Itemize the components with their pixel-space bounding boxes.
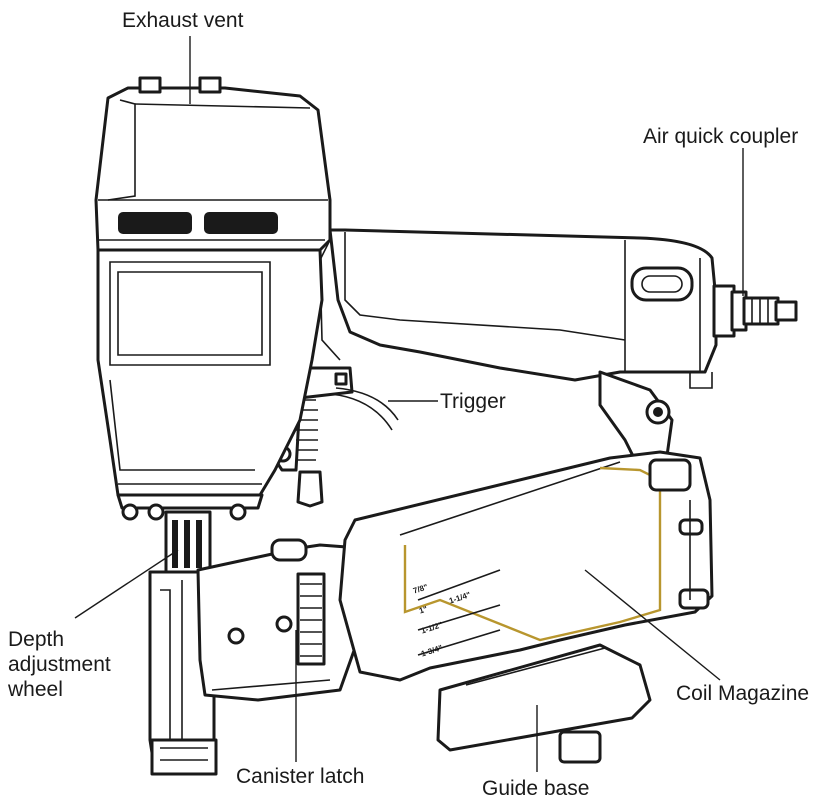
label-air-quick-coupler: Air quick coupler [643,125,799,148]
label-trigger: Trigger [440,390,506,413]
guide-base-part [436,643,652,764]
label-depth-adjustment-wheel: Depth adjustment wheel [8,628,111,701]
label-guide-base: Guide base [482,777,590,800]
head-housing [94,76,332,252]
label-canister-latch: Canister latch [236,765,365,788]
nose-base [116,470,324,521]
lower-body [96,248,324,497]
handle-body [319,228,718,389]
depth-adjustment-wheel-part [164,510,212,578]
leader-coil-magazine [584,569,721,681]
leader-lines [74,36,744,772]
leader-depth-wheel [74,549,179,619]
label-coil-magazine: Coil Magazine [676,682,810,705]
label-exhaust-vent: Exhaust vent [122,9,244,32]
air-quick-coupler-part [712,284,798,338]
magazine-front [196,538,374,702]
coil-magazine-part [338,450,714,682]
